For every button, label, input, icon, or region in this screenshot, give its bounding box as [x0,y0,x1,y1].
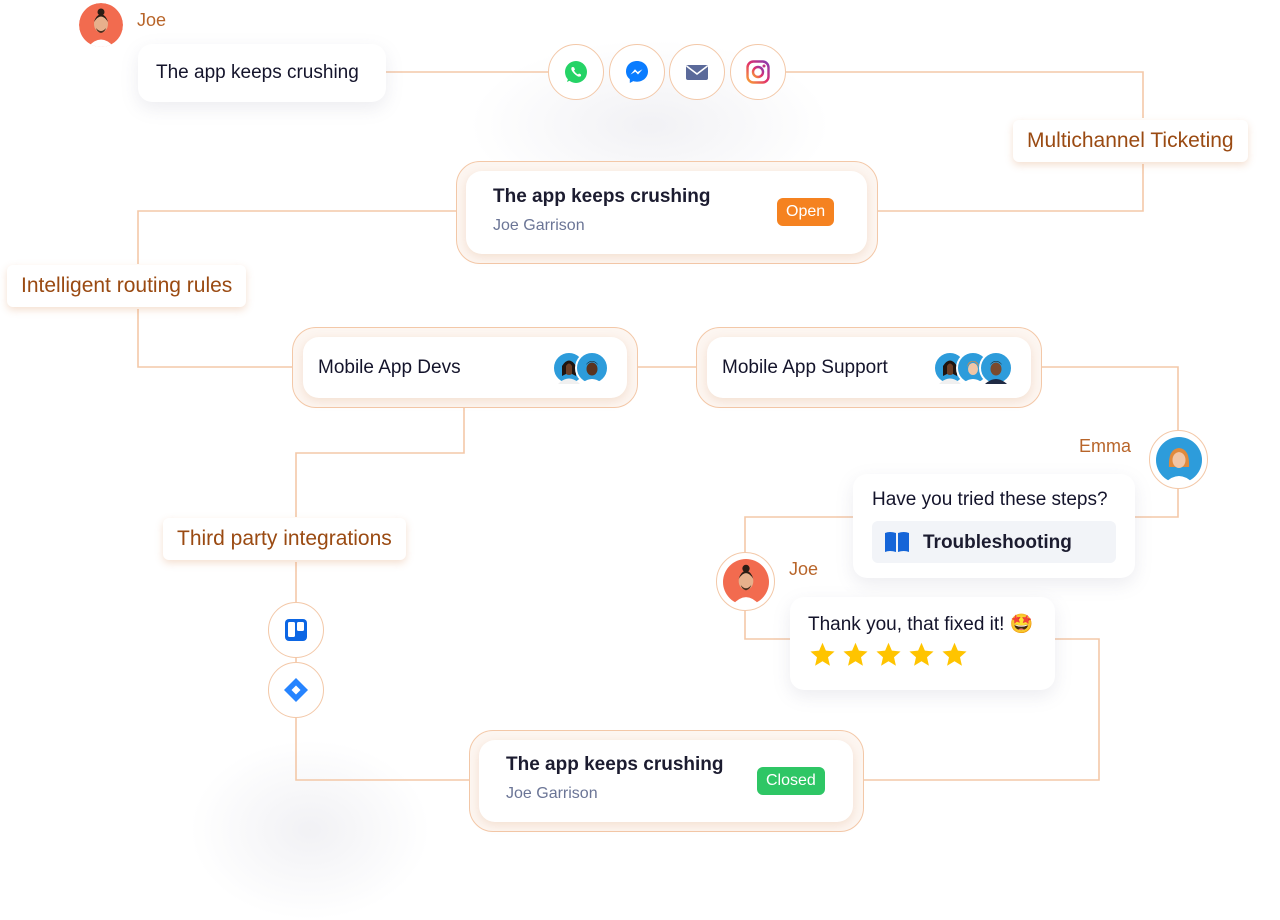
messenger-channel[interactable] [609,44,665,100]
jira-icon [284,678,308,702]
third-party-integrations-label: Third party integrations [163,518,406,560]
joe-avatar [79,3,123,47]
troubleshooting-label: Troubleshooting [923,532,1072,553]
team-support-avatars [933,351,1013,385]
joe-reply-text: Thank you, that fixed it! 🤩 [808,614,1034,635]
team-support-card[interactable]: Mobile App Support [707,337,1031,398]
rating-stars [809,641,968,668]
joe-reply-avatar-frame [716,552,775,611]
instagram-channel[interactable] [730,44,786,100]
intelligent-routing-label: Intelligent routing rules [7,265,247,307]
open-ticket-card[interactable]: The app keeps crushing Joe Garrison Open [466,171,867,254]
book-icon [885,532,909,552]
jira-integration[interactable] [268,662,324,718]
closed-ticket-title: The app keeps crushing [506,754,724,775]
emma-avatar [1155,436,1202,483]
joe-reply-bubble: Thank you, that fixed it! 🤩 [790,597,1055,690]
trello-icon [285,619,307,641]
open-ticket-customer: Joe Garrison [493,217,585,234]
team-support-name: Mobile App Support [722,357,888,378]
team-devs-name: Mobile App Devs [318,357,461,378]
email-icon [686,65,708,80]
star-icon [909,642,934,666]
emma-avatar-frame [1149,430,1208,489]
joe-name: Joe [137,10,167,30]
joe-message-text: The app keeps crushing [156,62,359,83]
open-ticket-title: The app keeps crushing [493,186,711,207]
joe-reply-avatar [722,558,769,605]
star-icon [876,642,901,666]
emma-message-bubble: Have you tried these steps? Troubleshoot… [853,474,1135,578]
whatsapp-icon [565,61,587,83]
multichannel-ticketing-label: Multichannel Ticketing [1013,120,1248,162]
email-channel[interactable] [669,44,725,100]
whatsapp-channel[interactable] [548,44,604,100]
closed-status-badge: Closed [757,767,825,795]
joe-reply-name: Joe [789,559,819,579]
team-devs-card[interactable]: Mobile App Devs [303,337,627,398]
emma-message-text: Have you tried these steps? [872,489,1108,510]
open-status-badge: Open [777,198,835,226]
emma-name: Emma [1079,436,1132,456]
star-icon [843,642,868,666]
star-icon [942,642,967,666]
joe-message-bubble: The app keeps crushing [138,44,386,102]
closed-ticket-card[interactable]: The app keeps crushing Joe Garrison Clos… [479,740,853,822]
star-icon [810,642,835,666]
messenger-icon [626,61,648,83]
trello-integration[interactable] [268,602,324,658]
troubleshooting-article-link[interactable]: Troubleshooting [872,521,1116,563]
instagram-icon [746,60,770,84]
team-devs-avatars [552,351,609,385]
closed-ticket-customer: Joe Garrison [506,785,598,802]
